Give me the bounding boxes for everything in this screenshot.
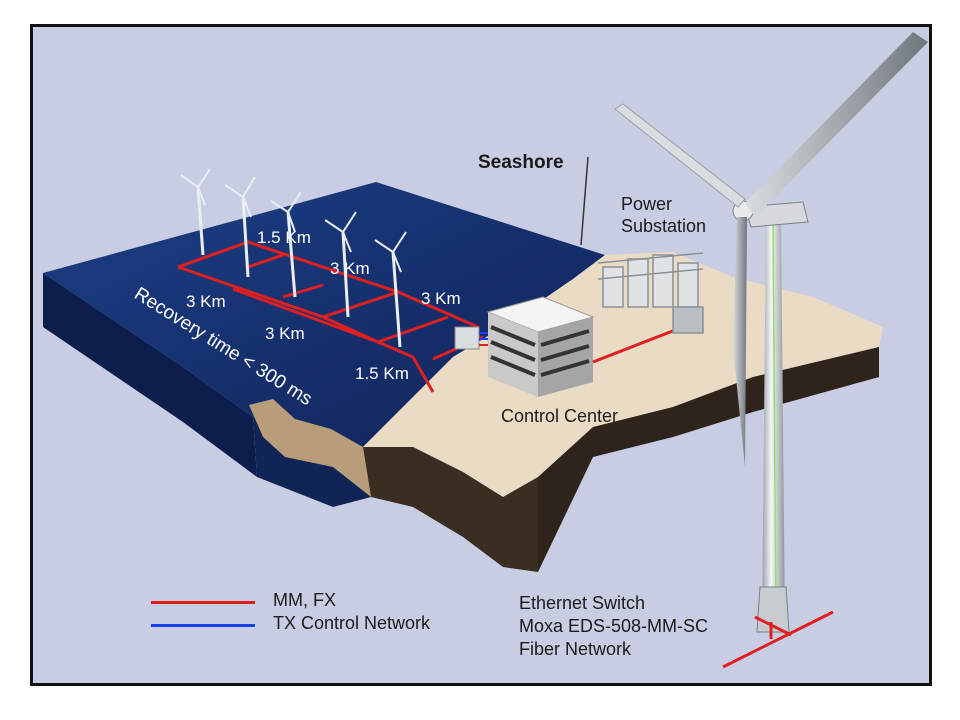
legend-swatch-tx-control [151,624,255,627]
fiber-loop-network [177,240,479,393]
label-distance-3-km-b: 3 Km [186,292,226,311]
label-distance-1-5-km-top: 1.5 Km [257,228,311,247]
foreground-turbine [614,32,928,633]
label-distance-1-5-km-bottom: 1.5 Km [355,364,409,383]
turbine-blade-up [745,32,928,217]
sand-front-wall [363,447,538,572]
legend-label-tx-control: TX Control Network [273,613,431,633]
sand-cliff-edge [249,399,371,497]
offshore-turbine-1 [180,168,211,256]
offshore-turbine-5 [374,231,407,348]
seashore-pointer [580,156,589,246]
turbine-blade-left [614,103,746,208]
legend-swatch-mm-fx [151,601,255,604]
substation-link [592,325,684,364]
offshore-turbine-3 [270,191,302,298]
label-control-center: Control Center [501,406,618,426]
power-substation [597,252,704,334]
label-distance-3-km-c: 3 Km [421,289,461,308]
offshore-turbines [180,168,407,348]
label-distance-3-km-d: 3 Km [265,324,305,343]
label-distance-3-km-a: 3 Km [330,259,370,278]
sand-surface [363,252,883,497]
switch-info-line2: Moxa EDS-508-MM-SC [519,616,708,636]
sand-right-wall [538,347,879,572]
wind-farm-diagram: Seashore Power Substation Control Center… [43,32,928,669]
fiber-ground-cross [722,610,834,669]
legend-label-mm-fx: MM, FX [273,590,336,610]
diagram-frame: Seashore Power Substation Control Center… [30,24,932,686]
label-power: Power [621,194,672,214]
sea-left-wall [43,273,257,477]
label-substation: Substation [621,216,706,236]
label-seashore: Seashore [478,152,564,173]
switch-info-line3: Fiber Network [519,639,632,659]
turbine-blade-down [733,217,747,467]
sea-surface [43,182,605,457]
control-center-building [486,296,595,397]
offshore-turbine-2 [224,176,256,278]
offshore-turbine-4 [324,211,357,318]
switch-info-line1: Ethernet Switch [519,593,645,613]
